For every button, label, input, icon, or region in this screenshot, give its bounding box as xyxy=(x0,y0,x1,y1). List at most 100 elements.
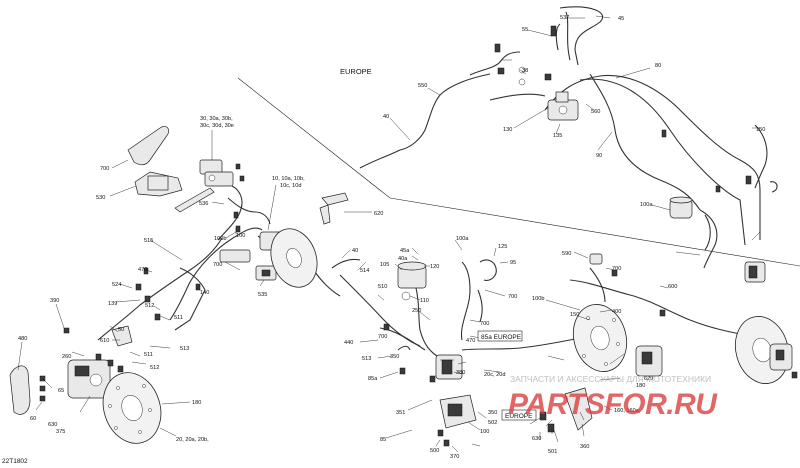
callout-45a: 140 xyxy=(200,290,209,296)
callout-390: 150 xyxy=(570,312,579,318)
callout-510: 512 xyxy=(145,303,154,309)
callout-90: 90 xyxy=(596,153,602,159)
watermark: ЗАПЧАСТИ И АКСЕССУАРЫ ДЛЯ МОТОТЕХНИКИ PA… xyxy=(508,374,719,421)
callout-38: 38 xyxy=(522,68,528,74)
callout-515: 700 xyxy=(213,262,222,268)
callout-85: 350 xyxy=(488,410,497,416)
callout-502: 500 xyxy=(430,448,439,454)
boxed-label-frame-2 xyxy=(501,409,537,421)
callout-535: 100 xyxy=(236,233,245,239)
callout-150-center: 700 xyxy=(480,321,489,327)
callout-590: 95 xyxy=(510,260,516,266)
callout-45: 45 xyxy=(618,16,624,22)
callout-160-line2: 180 xyxy=(636,383,645,389)
boxed-label-frame-1 xyxy=(477,330,523,342)
callout-470-right: 700 xyxy=(612,266,621,272)
callout-375-left: 180 xyxy=(192,400,201,406)
center-abs-group xyxy=(379,259,581,447)
callout-630-left: 60 xyxy=(30,416,36,422)
callout-20-line1: 630 xyxy=(48,422,57,428)
europe-master-cylinder-group xyxy=(359,6,778,283)
callout-100b-center: 250 xyxy=(412,308,421,314)
callout-labels: 537 45 55 38 80 550 40 130 135 560 150 9… xyxy=(18,15,765,460)
callout-120: 45a xyxy=(400,248,410,254)
callout-470-center: 440 xyxy=(344,340,353,346)
callout-514: 513 xyxy=(180,346,189,352)
callout-512-bottom: 610 xyxy=(100,338,109,344)
callout-20-line2: 375 xyxy=(56,429,65,435)
callout-250: 510 xyxy=(378,284,387,290)
callout-110: 120 xyxy=(430,264,439,270)
callout-350-top: 700 xyxy=(378,334,387,340)
callout-360: 502 xyxy=(488,420,497,426)
rear-brake-disc-group xyxy=(539,253,798,433)
handlebar-master-cylinder-group xyxy=(127,126,271,241)
callout-524: 600 xyxy=(668,284,677,290)
callout-400: 100b xyxy=(532,296,544,302)
callout-10-line2: 10c, 10d xyxy=(280,183,301,189)
callout-370: 85 xyxy=(380,437,386,443)
callout-560: 560 xyxy=(591,109,600,115)
callout-380: 20, 20a, 20b, xyxy=(176,437,209,443)
callout-105: 40a xyxy=(398,256,408,262)
callout-620-top: 620 xyxy=(374,211,383,217)
front-caliper-disc-group xyxy=(9,325,162,444)
callout-700-d: 700 xyxy=(508,294,517,300)
callout-511-bottom: 50 xyxy=(118,327,124,333)
callout-30-line1: 30, 30a, 30b, xyxy=(200,116,233,122)
callout-500: 100 xyxy=(480,429,489,435)
callout-55: 55 xyxy=(522,27,528,33)
callout-530: 530 xyxy=(96,195,105,201)
callout-160-line1: 620 xyxy=(644,376,653,382)
callout-139: 470 xyxy=(138,267,147,273)
callout-513-bottom: 511 xyxy=(144,352,153,358)
watermark-subtitle: ЗАПЧАСТИ И АКСЕССУАРЫ ДЛЯ МОТОТЕХНИКИ xyxy=(510,374,711,384)
callout-351: 20c, 20d xyxy=(484,372,505,378)
callout-260: 350 xyxy=(390,354,399,360)
callout-140: 535 xyxy=(258,292,267,298)
callout-700-c: 125 xyxy=(498,244,507,250)
callout-50: 390 xyxy=(50,298,59,304)
callout-135: 135 xyxy=(553,133,562,139)
callout-30-line2: 30c, 30d, 30e xyxy=(200,123,234,129)
callout-700-b: 100b xyxy=(214,236,226,242)
callout-150-top: 150 xyxy=(756,127,765,133)
callout-440: 512 xyxy=(150,365,159,371)
callout-536: 536 xyxy=(199,201,208,207)
callout-130: 130 xyxy=(503,127,512,133)
callout-550: 550 xyxy=(418,83,427,89)
watermark-logo: PARTSFOR.RU xyxy=(508,388,718,421)
boxed-label-2: EUROPE xyxy=(505,413,533,420)
callout-275: 160, 160a, xyxy=(614,408,641,414)
callout-501: 370 xyxy=(450,454,459,460)
callout-65: 85a xyxy=(368,376,378,382)
callout-700-e: 514 xyxy=(360,268,369,274)
callout-512-top: 139 xyxy=(108,301,117,307)
callout-10-line1: 10, 10a, 10b, xyxy=(272,176,305,182)
callout-40a: 40 xyxy=(352,248,358,254)
callout-620-bottom: 360 xyxy=(580,444,589,450)
callout-40-top: 40 xyxy=(383,114,389,120)
callout-630-right: 501 xyxy=(548,449,557,455)
callout-700-f: 513 xyxy=(362,356,371,362)
leader-lines xyxy=(17,15,761,453)
callout-480: 400 xyxy=(612,309,621,315)
front-brake-lines-group xyxy=(63,192,421,347)
callout-85a: 470 xyxy=(466,338,475,344)
callout-60: 260 xyxy=(62,354,71,360)
diagram-code: 22T1802 xyxy=(2,458,28,465)
callout-513-top: 511 xyxy=(174,315,183,321)
callout-100-center: 351 xyxy=(396,410,405,416)
callout-95: 100a xyxy=(456,236,469,242)
callout-180-right: 630 xyxy=(532,436,541,442)
boxed-label-1: 85a EUROPE xyxy=(481,334,522,341)
callout-700-a: 700 xyxy=(100,166,109,172)
callout-180-left: 65 xyxy=(58,388,64,394)
callout-537: 537 xyxy=(560,15,569,21)
region-divider-line xyxy=(237,77,800,267)
callout-100a-center: 105 xyxy=(380,262,389,268)
callout-511-top: 524 xyxy=(112,282,121,288)
region-label: EUROPE xyxy=(340,67,372,76)
